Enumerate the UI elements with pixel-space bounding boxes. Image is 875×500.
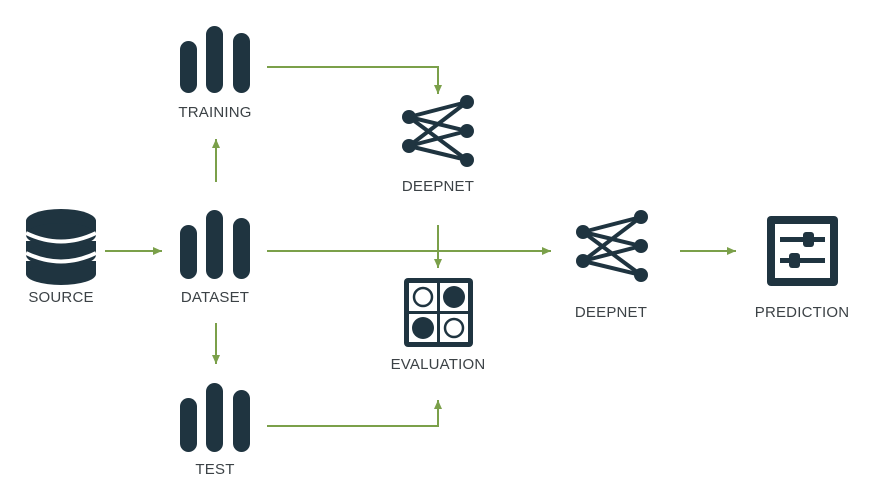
neural-network-icon — [576, 210, 648, 282]
dataset-bars-icon — [180, 210, 250, 279]
test-label: TEST — [195, 461, 235, 478]
arrow-training-to-deepnet — [267, 66, 442, 94]
source-label: SOURCE — [28, 289, 94, 306]
sliders-panel-icon — [767, 216, 838, 286]
prediction-label: PREDICTION — [754, 304, 850, 321]
arrow-test-to-evaluation — [267, 400, 442, 427]
deepnet-label: DEEPNET — [401, 178, 475, 195]
database-icon — [25, 209, 97, 285]
dataset-bars-icon — [180, 383, 250, 452]
deepnet-label: DEEPNET — [574, 304, 648, 321]
training-label: TRAINING — [178, 104, 252, 121]
dataset-bars-icon — [180, 26, 250, 93]
neural-network-icon — [402, 95, 474, 167]
evaluation-label: EVALUATION — [390, 356, 486, 373]
evaluation-grid-icon — [404, 278, 473, 347]
dataset-label: DATASET — [180, 289, 250, 306]
connectors — [105, 66, 736, 427]
